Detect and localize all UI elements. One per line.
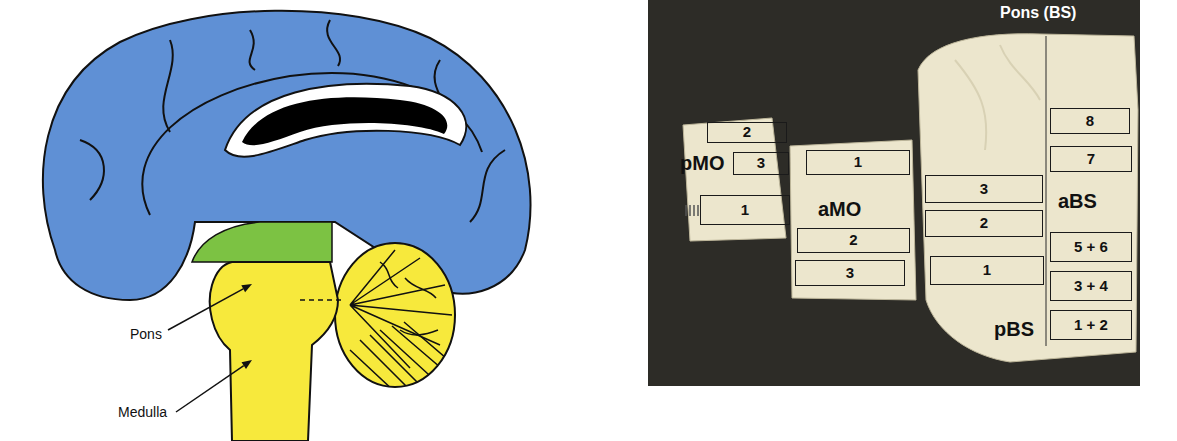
ruler-marks <box>686 205 698 216</box>
tissue-block <box>790 140 916 300</box>
sample-box: 7 <box>1050 146 1132 172</box>
divider-line <box>1046 36 1047 346</box>
folia-hatch <box>340 322 460 395</box>
sample-box: 3 + 4 <box>1050 271 1132 301</box>
structure-label: Pons <box>130 326 162 342</box>
box-number: 3 + 4 <box>1074 278 1108 295</box>
box-number: 1 + 2 <box>1074 317 1108 334</box>
sample-box: 3 <box>925 175 1043 203</box>
cerebellum-folia <box>340 250 460 395</box>
corpus-callosum <box>225 84 466 157</box>
sulcus <box>470 150 505 222</box>
sample-box: 2 <box>797 228 910 253</box>
arrowhead <box>241 284 252 292</box>
leader-line <box>176 366 244 412</box>
sulcus <box>327 20 340 66</box>
ruler-mark <box>693 205 695 216</box>
ventricle <box>242 97 447 145</box>
box-number: 1 <box>854 154 862 171</box>
sample-box: 3 <box>733 152 789 175</box>
box-number: 2 <box>980 215 988 232</box>
region-label: aMO <box>818 198 861 221</box>
box-number: 8 <box>1086 113 1094 130</box>
sample-box: 2 <box>707 122 787 143</box>
pons-medulla-boundary <box>300 299 342 301</box>
arrowhead <box>242 360 253 369</box>
tissue-block <box>683 118 786 241</box>
ruler-mark <box>697 205 699 216</box>
sulcus <box>163 40 173 132</box>
tissue-texture <box>955 45 1040 150</box>
box-number: 3 <box>846 265 854 282</box>
box-number: 1 <box>983 262 991 279</box>
sample-box: 8 <box>1050 108 1130 134</box>
sample-box: 2 <box>925 210 1043 237</box>
sample-box: 5 + 6 <box>1050 232 1132 262</box>
ruler-mark <box>685 205 687 216</box>
region-label: pMO <box>680 152 724 175</box>
cerebrum <box>43 11 531 300</box>
ruler-mark <box>689 205 691 216</box>
sample-box: 3 <box>795 260 905 286</box>
cingulate-sulcus <box>142 73 482 215</box>
tissue-block <box>918 34 1138 362</box>
box-number: 3 <box>980 181 988 198</box>
box-number: 2 <box>743 124 751 141</box>
folia <box>380 262 438 335</box>
brainstem <box>210 262 338 441</box>
box-number: 2 <box>849 232 857 249</box>
photo-title: Pons (BS) <box>1000 4 1076 22</box>
sample-box: 1 <box>700 195 790 225</box>
sulci <box>80 20 505 222</box>
sulcus <box>250 30 255 70</box>
diencephalon <box>192 222 332 262</box>
region-label: pBS <box>994 318 1034 341</box>
structure-label: Medulla <box>118 404 167 420</box>
photo-background <box>648 0 1140 386</box>
box-number: 5 + 6 <box>1074 239 1108 256</box>
sample-box: 1 <box>930 256 1044 285</box>
region-label: aBS <box>1058 190 1097 213</box>
sulcus <box>80 140 104 200</box>
box-number: 3 <box>757 155 765 172</box>
box-number: 7 <box>1087 151 1095 168</box>
box-number: 1 <box>741 202 749 219</box>
sample-box: 1 <box>806 150 910 175</box>
sample-box: 1 + 2 <box>1050 310 1132 340</box>
leader-line <box>168 289 243 330</box>
